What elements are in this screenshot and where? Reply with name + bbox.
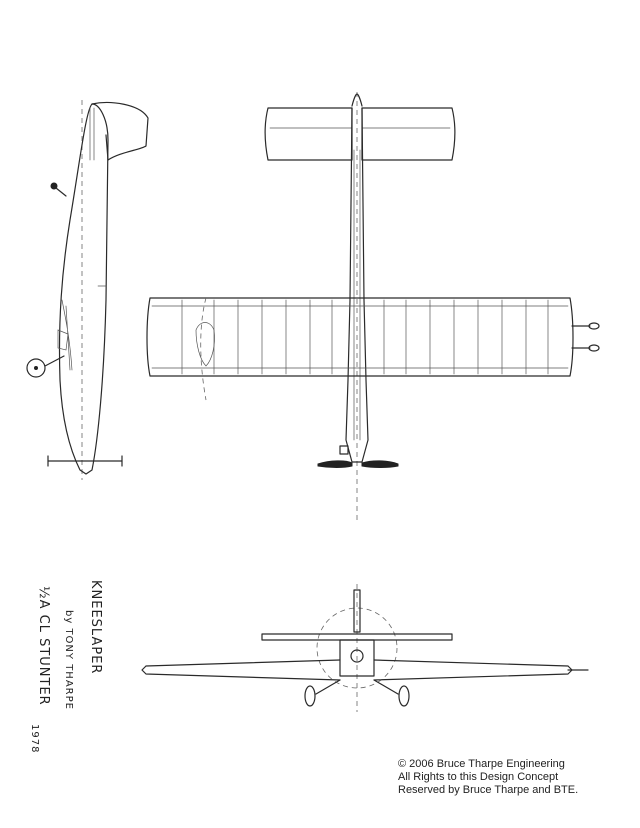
model-category: ½A CL STUNTER xyxy=(36,586,51,706)
copyright-line-3: Reserved by Bruce Tharpe and BTE. xyxy=(398,784,579,796)
design-year: 1978 xyxy=(29,724,40,753)
model-name: KNEESLAPER xyxy=(88,580,103,674)
copyright-line-2: All Rights to this Design Concept xyxy=(398,771,559,783)
side-view xyxy=(26,100,149,480)
top-view xyxy=(146,92,600,520)
front-view xyxy=(141,584,589,712)
title-block: KNEESLAPER by TONY THARPE ½A CL STUNTER … xyxy=(29,580,103,753)
copyright-line-1: © 2006 Bruce Tharpe Engineering xyxy=(398,758,565,770)
designer-credit: by TONY THARPE xyxy=(63,610,74,710)
copyright-notice: © 2006 Bruce Tharpe Engineering All Righ… xyxy=(398,758,578,797)
